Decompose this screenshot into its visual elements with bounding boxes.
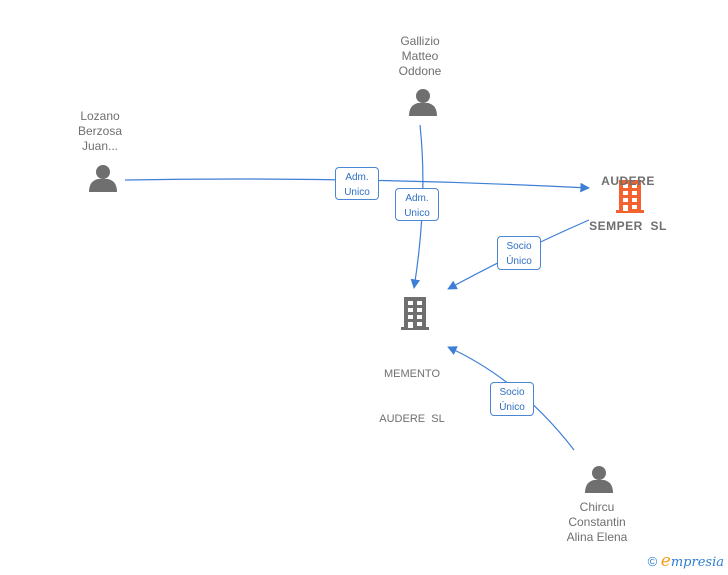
role-line: Único bbox=[499, 402, 525, 413]
building-icon-memento[interactable] bbox=[401, 297, 429, 330]
company-label-audere-semper[interactable]: AUDERE SEMPER SL bbox=[568, 144, 688, 249]
name-line: Constantin bbox=[568, 515, 626, 529]
edge-label-lozano-audere-semper[interactable]: Adm. Unico bbox=[335, 167, 379, 200]
name-line: Chircu bbox=[579, 500, 615, 514]
name-line: Lozano bbox=[80, 109, 120, 123]
role-line: Único bbox=[506, 256, 532, 267]
company-label-memento[interactable]: MEMENTO AUDERE SL bbox=[352, 337, 472, 442]
role-line: Socio bbox=[506, 241, 532, 252]
name-line: Gallizio bbox=[400, 34, 440, 48]
role-line: Adm. bbox=[405, 193, 429, 204]
person-icon-gallizio[interactable] bbox=[409, 89, 437, 116]
person-label-chircu[interactable]: Chircu Constantin Alina Elena bbox=[537, 500, 657, 545]
edge-label-chircu-memento[interactable]: Socio Único bbox=[490, 382, 534, 416]
name-line: Alina Elena bbox=[566, 530, 628, 544]
empresia-logo[interactable]: empresia bbox=[660, 551, 724, 571]
role-line: Adm. bbox=[345, 172, 369, 183]
name-line: AUDERE SL bbox=[379, 413, 445, 425]
building-icon-audere-semper[interactable] bbox=[616, 180, 644, 213]
person-label-lozano[interactable]: Lozano Berzosa Juan... bbox=[40, 109, 160, 154]
role-line: Socio bbox=[499, 387, 525, 398]
role-line: Unico bbox=[404, 208, 430, 219]
person-label-gallizio[interactable]: Gallizio Matteo Oddone bbox=[360, 34, 480, 79]
edge-label-gallizio-memento[interactable]: Adm. Unico bbox=[395, 188, 439, 221]
name-line: Berzosa bbox=[77, 124, 123, 138]
name-line: Oddone bbox=[398, 64, 442, 78]
person-icon-lozano[interactable] bbox=[89, 165, 117, 192]
person-icon-chircu[interactable] bbox=[585, 466, 613, 493]
name-line: Matteo bbox=[401, 49, 439, 63]
name-line: AUDERE bbox=[601, 174, 655, 188]
copyright-icon: © bbox=[647, 554, 658, 569]
edge-label-audere-semper-memento[interactable]: Socio Único bbox=[497, 236, 541, 270]
name-line: Juan... bbox=[81, 139, 119, 153]
name-line: MEMENTO bbox=[383, 368, 441, 380]
role-line: Unico bbox=[344, 187, 370, 198]
empresia-footer[interactable]: © empresia bbox=[648, 551, 724, 571]
name-line: SEMPER SL bbox=[589, 219, 667, 233]
